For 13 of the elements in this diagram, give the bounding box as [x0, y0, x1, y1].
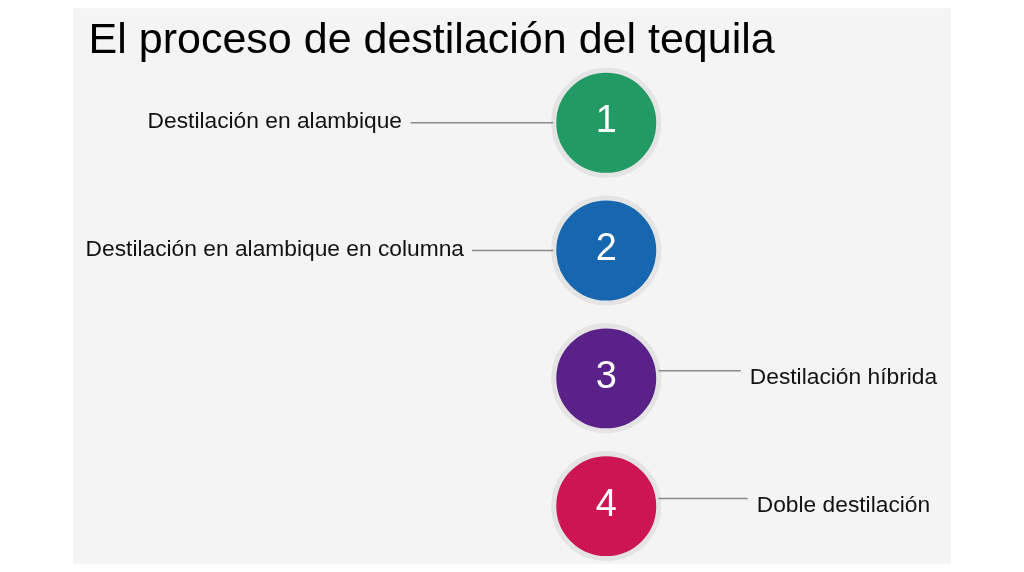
node-text: Doble destilación: [756, 490, 931, 517]
connector: [657, 370, 742, 372]
connector: [471, 249, 555, 252]
diagram-title: El proceso de destilación del tequila: [88, 13, 775, 62]
node-circle: 3: [551, 323, 662, 434]
node-circle: 2: [551, 195, 662, 306]
connector: [409, 122, 555, 124]
node-circle: 1: [551, 67, 662, 178]
connector: [657, 497, 749, 500]
node-circle: 4: [551, 451, 662, 562]
node-text: Destilación en alambique en columna: [85, 235, 464, 262]
node-text: Destilación híbrida: [749, 362, 938, 389]
node-text: Destilación en alambique: [147, 107, 402, 134]
